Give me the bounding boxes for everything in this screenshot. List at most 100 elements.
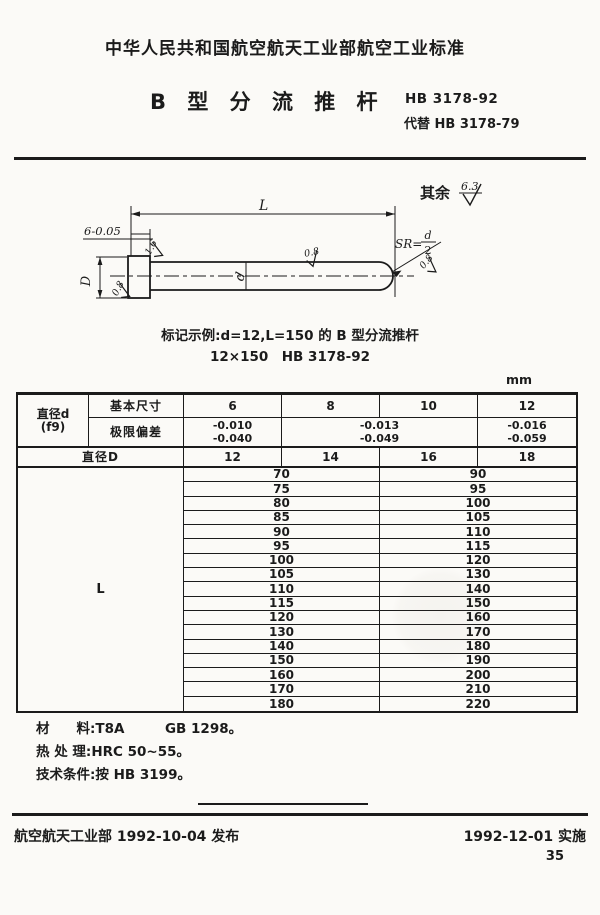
l-value-cell: 90 [380,468,576,483]
footer-rule [12,813,588,816]
D-value-cell: 12 [184,448,282,468]
l-value-cell: 220 [465,696,491,711]
deviation-lower: -0.059 [507,432,547,445]
note-material: 材 料:T8A GB 1298。 [36,718,242,741]
header-rule [14,157,586,160]
l-value-cell: 115 [184,597,380,611]
l-value-cell: 110 [380,525,576,540]
page-number: 35 [545,849,564,864]
l-value-cell: 120 [380,554,576,569]
l-value-cell: 95 [380,482,576,497]
note-heat-treatment: 热 处 理:HRC 50~55。 [36,741,242,764]
deviation-cell: -0.010 -0.040 [184,418,282,448]
scan-stamp-mark [392,568,488,664]
l-value-cell: 100 [184,554,380,569]
l-value-cell: 75 [184,482,380,497]
notes-block: 材 料:T8A GB 1298。 热 处 理:HRC 50~55。 技术条件:按… [36,718,242,787]
d-value-cell: 10 [380,395,478,418]
d-value-cell: 12 [478,395,576,418]
note-label: 材 料: [36,721,96,737]
roughness-head-left-value: 0.8 [110,279,127,298]
dim-L-label: L [258,198,268,214]
roughness-check-icon [459,183,482,207]
l-value-cell: 210 [380,682,576,697]
D-value-cell: 18 [478,448,576,468]
D-value-cell: 16 [380,448,478,468]
note-extra: GB 1298。 [164,721,243,737]
l-value-cell: 90 [184,525,380,540]
l-value-cell: 130 [380,568,576,583]
l-value-cell: 150 [380,597,576,611]
l-value-cell: 190 [380,654,576,669]
l-value-cell: 180 [184,696,380,712]
sr-annotation: SR= d 2 [391,229,442,277]
l-value-cell: 170 [380,625,576,640]
l-value-cell: 105 [380,511,576,526]
l-value-cell: 105 [184,568,380,583]
sr-denominator: 2 [425,244,432,257]
l-value-cell: 85 [184,511,380,526]
dimension-D: D [79,256,127,299]
l-value-cell: 150 [184,654,380,669]
note-label: 热 处 理: [36,744,92,760]
dim-D-label: D [79,275,94,287]
marking-example: 标记示例:d=12,L=150 的 B 型分流推杆 12×150 HB 3178… [0,326,580,368]
dimension-head-width: 6-0.05 [83,224,153,259]
l-value-cell: 160 [380,611,576,626]
deviation-header: 极限偏差 [89,418,184,448]
deviation-lower: -0.040 [212,432,253,445]
note-value: 按 HB 3199。 [95,767,191,783]
deviation-upper: -0.013 [359,419,400,432]
l-value-cell: 80 [184,497,380,511]
end-divider [198,803,368,805]
diameter-d-header-line1: 直径d [36,406,70,421]
note-label: 技术条件: [36,767,96,783]
d-value-cell: 8 [282,395,380,418]
l-value-cell: 160 [184,668,380,683]
l-value-cell: 70 [184,468,380,483]
d-value-cell: 6 [184,395,282,418]
sr-prefix-label: SR= [395,237,422,251]
roughness-sphere-value: 0.8 [418,253,436,272]
footer-effective: 1992-12-01 实施 [463,829,586,845]
deviation-cell: -0.013 -0.049 [282,418,478,448]
marking-example-line2: 12×150 HB 3178-92 [209,349,371,365]
dimension-table: 直径d (f9) 基本尺寸 6 8 10 12 极限偏差 -0.010 -0.0… [16,392,578,714]
dim-head-width-label: 6-0.05 [84,224,121,238]
note-value: HRC 50~55。 [91,744,190,760]
general-note-label: 其余 [420,184,451,202]
D-value-cell: 14 [282,448,380,468]
roughness-head-face-icon: 1.6 [143,238,164,258]
replaced-standard-number: 代替 HB 3178-79 [404,117,520,132]
general-roughness-value: 6.3 [461,180,479,193]
diameter-d-header-line2: (f9) [40,419,66,434]
deviation-upper: -0.010 [212,419,253,432]
roughness-head-face-value: 1.6 [143,238,160,257]
l-value-cell: 115 [380,539,576,554]
l-value-cell: 140 [184,639,380,654]
standard-number: HB 3178-92 [405,91,499,107]
deviation-lower: -0.049 [359,432,400,445]
deviation-upper: -0.016 [507,419,547,432]
note-tech-conditions: 技术条件:按 HB 3199。 [36,764,242,787]
dim-d-label: d [232,270,249,283]
dimension-L: L [130,198,396,297]
L-header: L [18,468,184,712]
footer-issued: 航空航天工业部 1992-10-04 发布 [14,829,240,845]
standard-org-title: 中华人民共和国航空航天工业部航空工业标准 [105,39,465,59]
deviation-cell: -0.016 -0.059 [478,418,576,448]
l-value-cell: 100 [380,497,576,511]
unit-label: mm [506,372,533,387]
l-value-cell: 140 [380,582,576,597]
l-value-cell: 180 [380,639,576,654]
roughness-shaft-top-icon: 0.8 [303,246,320,268]
roughness-shaft-top-value: 0.8 [303,246,320,260]
technical-drawing: 其余 6.3 L 6-0.05 [79,180,482,299]
l-value-cell: 130 [184,625,380,640]
sr-numerator: d [424,229,431,242]
l-value-cell: 170 [184,682,380,697]
note-value: T8A [95,721,125,737]
l-value-cell: 200 [380,668,576,683]
roughness-sphere-icon: 0.8 [418,253,437,273]
